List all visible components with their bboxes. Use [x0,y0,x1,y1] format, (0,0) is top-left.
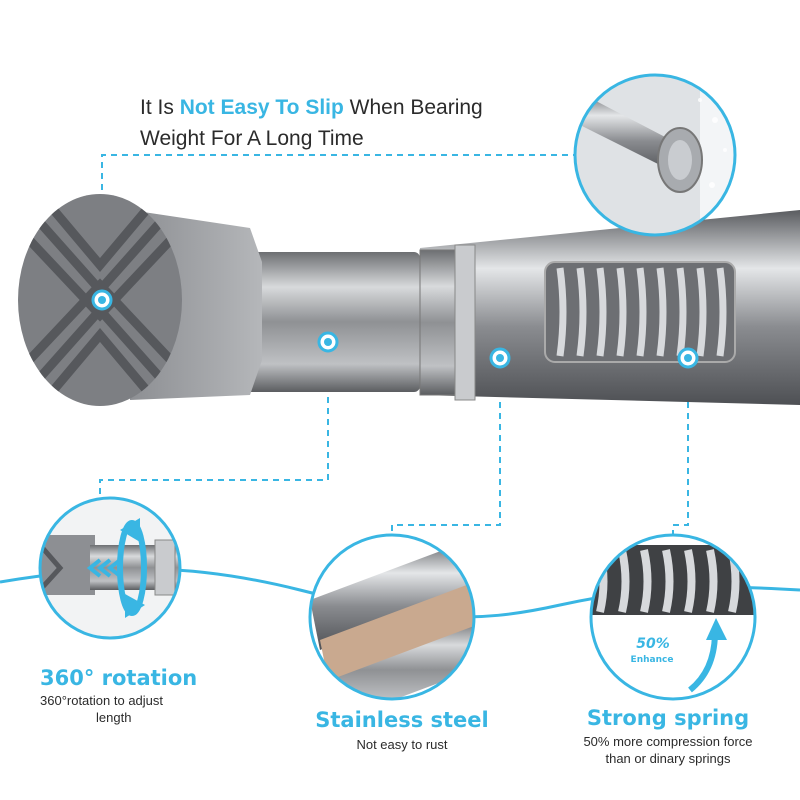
rotation-detail-circle [38,496,182,640]
headline-highlight: Not Easy To Slip [179,96,344,119]
marker-dots [91,289,699,369]
feature-rotation-title: 360° rotation [40,666,198,690]
badge-percent: 50% [636,636,670,652]
headline-part2: When Bearing [343,96,483,119]
headline: It Is Not Easy To Slip When Bearing Weig… [140,92,560,154]
feature-rotation-desc-line1: 360°rotation to adjust [40,693,164,708]
wall-grip-detail-circle [573,73,737,237]
feature-steel-title: Stainless steel [315,708,489,732]
tension-rod [18,194,800,406]
feature-rotation-desc-line2: length [96,710,132,725]
feature-spring-desc-line1: 50% more compression force [583,734,753,749]
headline-line2: Weight For A Long Time [140,127,364,150]
feature-steel-desc: Not easy to rust [356,737,448,752]
stainless-steel-detail-circle [308,533,476,701]
badge-label: Enhance [630,655,674,665]
strong-spring-detail-circle [589,533,757,701]
headline-part1: It Is [140,96,180,119]
feature-spring-title: Strong spring [586,706,750,730]
feature-spring-desc-line2: than or dinary springs [605,751,731,766]
